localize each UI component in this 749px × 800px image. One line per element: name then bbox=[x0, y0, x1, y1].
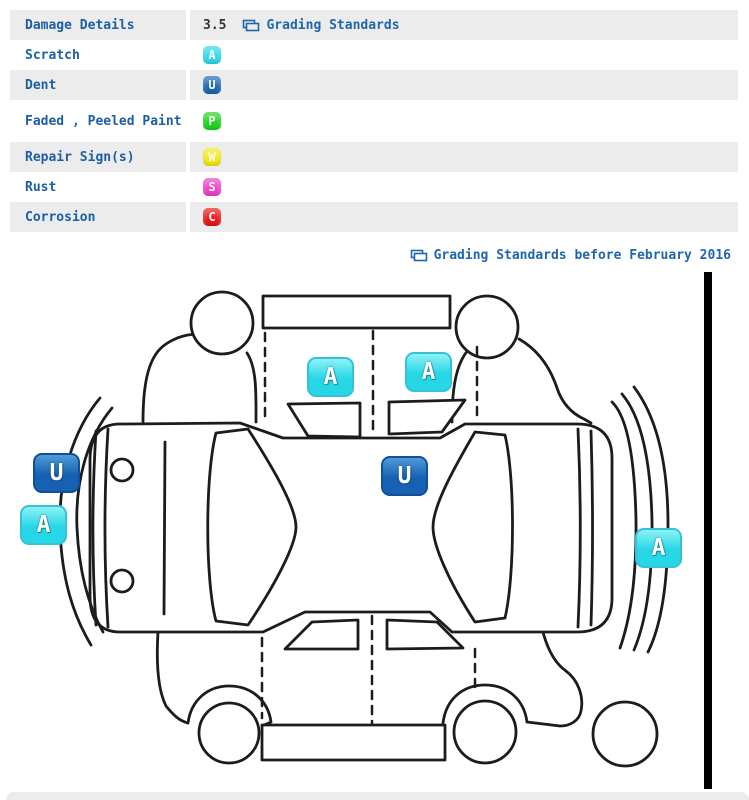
rocker-panel-bottom bbox=[260, 723, 447, 762]
windshield bbox=[206, 427, 298, 627]
side-bottom-rear-blob bbox=[525, 630, 584, 728]
damage-code-badge-repair-signs: W bbox=[203, 148, 221, 166]
damage-rows: Scratch A Dent U Faded , Peeled Paint P Repair… bbox=[10, 40, 738, 232]
damage-row-corrosion: Corrosion C bbox=[10, 202, 738, 232]
door-window bbox=[387, 398, 467, 436]
damage-label-dent: Dent bbox=[25, 77, 57, 93]
front-bumper-line bbox=[91, 429, 98, 627]
hood-circle bbox=[109, 457, 135, 483]
wheel bbox=[197, 701, 261, 765]
damage-label-faded-peeled-paint: Faded , Peeled Paint bbox=[25, 113, 182, 129]
damage-code-badge-scratch: A bbox=[203, 46, 221, 64]
grading-standards-before-2016-link[interactable]: Grading Standards before February 2016 bbox=[410, 248, 731, 263]
grading-standards-link[interactable]: Grading Standards bbox=[242, 17, 400, 33]
damage-row-dent: Dent U bbox=[10, 70, 738, 100]
wheel bbox=[452, 699, 518, 765]
side-top-front-fender-edge bbox=[245, 351, 258, 424]
damage-row-scratch: Scratch A bbox=[10, 40, 738, 70]
damage-row-repair-signs: Repair Sign(s) W bbox=[10, 142, 738, 172]
damage-marker-scratch: A bbox=[405, 352, 452, 392]
damage-marker-dent: U bbox=[33, 453, 80, 493]
damage-label-scratch: Scratch bbox=[25, 47, 80, 63]
damage-code-badge-dent: U bbox=[203, 76, 221, 94]
door-window bbox=[283, 618, 360, 651]
grading-standards-label: Grading Standards bbox=[266, 17, 400, 33]
side-bottom-rear-fender bbox=[441, 683, 529, 725]
damage-marker-scratch: A bbox=[635, 528, 682, 568]
rear-view-bumper-arc bbox=[632, 385, 670, 654]
damage-row-faded-peeled-paint: Faded , Peeled Paint P bbox=[10, 100, 738, 142]
bottom-panel-edge bbox=[6, 792, 749, 800]
hood-circle bbox=[109, 568, 135, 594]
damage-label-repair-signs: Repair Sign(s) bbox=[25, 149, 135, 165]
top-view-body bbox=[88, 421, 614, 634]
hood-seam bbox=[162, 440, 167, 616]
damage-details-title: Damage Details bbox=[25, 17, 135, 33]
side-top-rear-fender-edge bbox=[517, 337, 593, 425]
wheel bbox=[189, 290, 255, 356]
door-window bbox=[286, 401, 362, 439]
standards-link-line: Grading Standards before February 2016 bbox=[410, 247, 731, 266]
damage-marker-dent: U bbox=[381, 456, 428, 496]
damage-code-badge-faded-peeled-paint: P bbox=[203, 112, 221, 130]
right-divider-bar bbox=[704, 272, 712, 789]
car-outline-drawing bbox=[58, 290, 670, 768]
rocker-panel-top bbox=[261, 294, 452, 330]
rear-bumper-line bbox=[589, 429, 594, 627]
wheel bbox=[454, 294, 520, 360]
window-icon bbox=[243, 19, 260, 31]
front-view-bumper-arc bbox=[75, 406, 114, 634]
rear-bumper-line bbox=[576, 427, 582, 629]
panel-seams bbox=[260, 329, 479, 726]
door-window bbox=[385, 618, 465, 651]
damage-marker-scratch: A bbox=[307, 357, 354, 397]
front-bumper-line bbox=[103, 427, 110, 629]
damage-details-table: Damage Details 3.5 Grading Standards Scr… bbox=[10, 10, 738, 232]
rear-view-bumper-arc bbox=[620, 392, 654, 652]
rear-window bbox=[431, 430, 514, 624]
grade-value: 3.5 bbox=[203, 17, 227, 33]
window-icon bbox=[410, 249, 427, 262]
damage-code-badge-rust: S bbox=[203, 178, 221, 196]
damage-code-badge-corrosion: C bbox=[203, 208, 221, 226]
damage-table-header: Damage Details 3.5 Grading Standards bbox=[10, 10, 738, 40]
damage-label-rust: Rust bbox=[25, 179, 57, 195]
damage-marker-scratch: A bbox=[20, 505, 67, 545]
side-bottom-front-fender bbox=[186, 684, 273, 728]
standards-before-2016-label: Grading Standards before February 2016 bbox=[433, 248, 731, 263]
damage-label-corrosion: Corrosion bbox=[25, 209, 96, 225]
spare-wheel bbox=[591, 700, 659, 768]
damage-row-rust: Rust S bbox=[10, 172, 738, 202]
side-bottom-front-blob bbox=[155, 630, 190, 725]
rear-view-bumper-arc bbox=[610, 400, 638, 650]
